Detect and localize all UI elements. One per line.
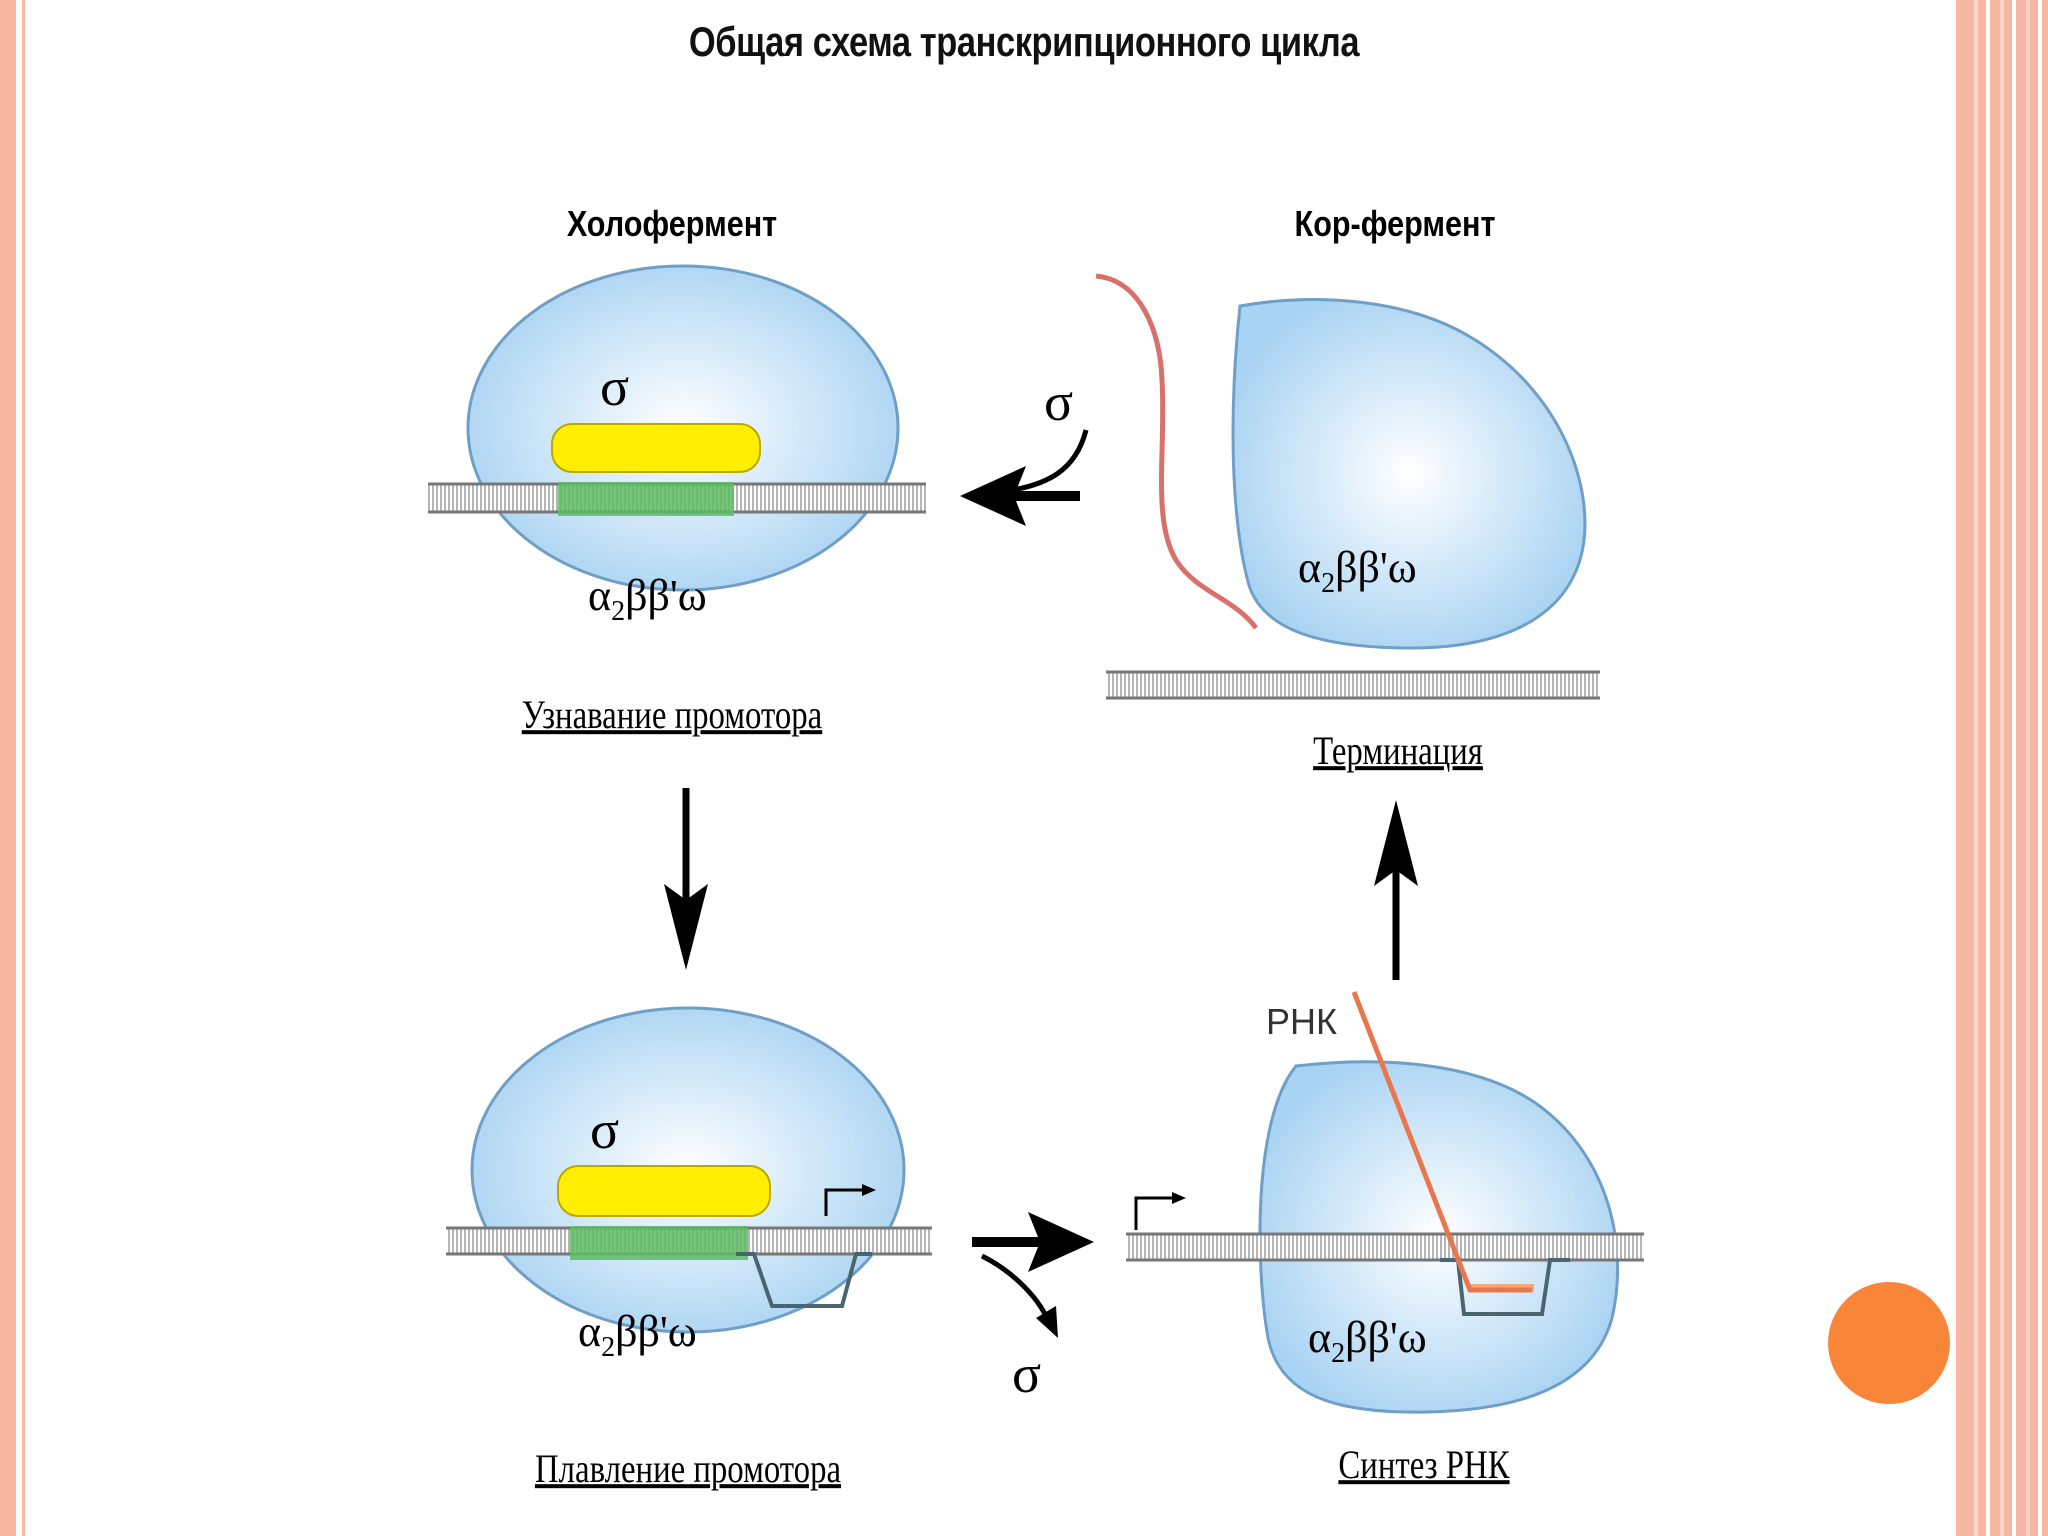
subunits-label-3: α2ββ'ω — [578, 1307, 697, 1363]
tss-arrow-2 — [1136, 1198, 1176, 1230]
dna-strand-termination — [1106, 672, 1600, 698]
sigma-factor-bar-1 — [552, 424, 760, 472]
subunits-label-2: α2ββ'ω — [1298, 543, 1417, 599]
promoter-region-1 — [558, 482, 734, 516]
rna-label: РНК — [1266, 1001, 1337, 1042]
stage-melting-label: Плавление промотора — [535, 1446, 841, 1491]
subunits-label-1: α2ββ'ω — [588, 571, 707, 627]
stage-termination-label: Терминация — [1313, 728, 1483, 773]
dna-strand-3 — [1126, 1234, 1644, 1260]
subunits-label-4: α2ββ'ω — [1308, 1313, 1427, 1369]
sigma-label-1: σ — [600, 357, 629, 417]
sigma-label-2: σ — [590, 1100, 619, 1160]
sigma-label-3: σ — [1012, 1344, 1041, 1404]
core-enzyme-shape — [1233, 300, 1585, 648]
sigma-label-released: σ — [1044, 372, 1073, 432]
promoter-region-2 — [570, 1226, 748, 1260]
stage-synthesis-label: Синтез РНК — [1338, 1442, 1510, 1487]
core-enzyme-label: Кор-фермент — [1295, 205, 1496, 245]
holoenzyme-label: Холофермент — [567, 205, 777, 245]
sigma-factor-bar-2 — [558, 1166, 770, 1216]
stage-recognition-label: Узнавание промотора — [522, 692, 822, 737]
